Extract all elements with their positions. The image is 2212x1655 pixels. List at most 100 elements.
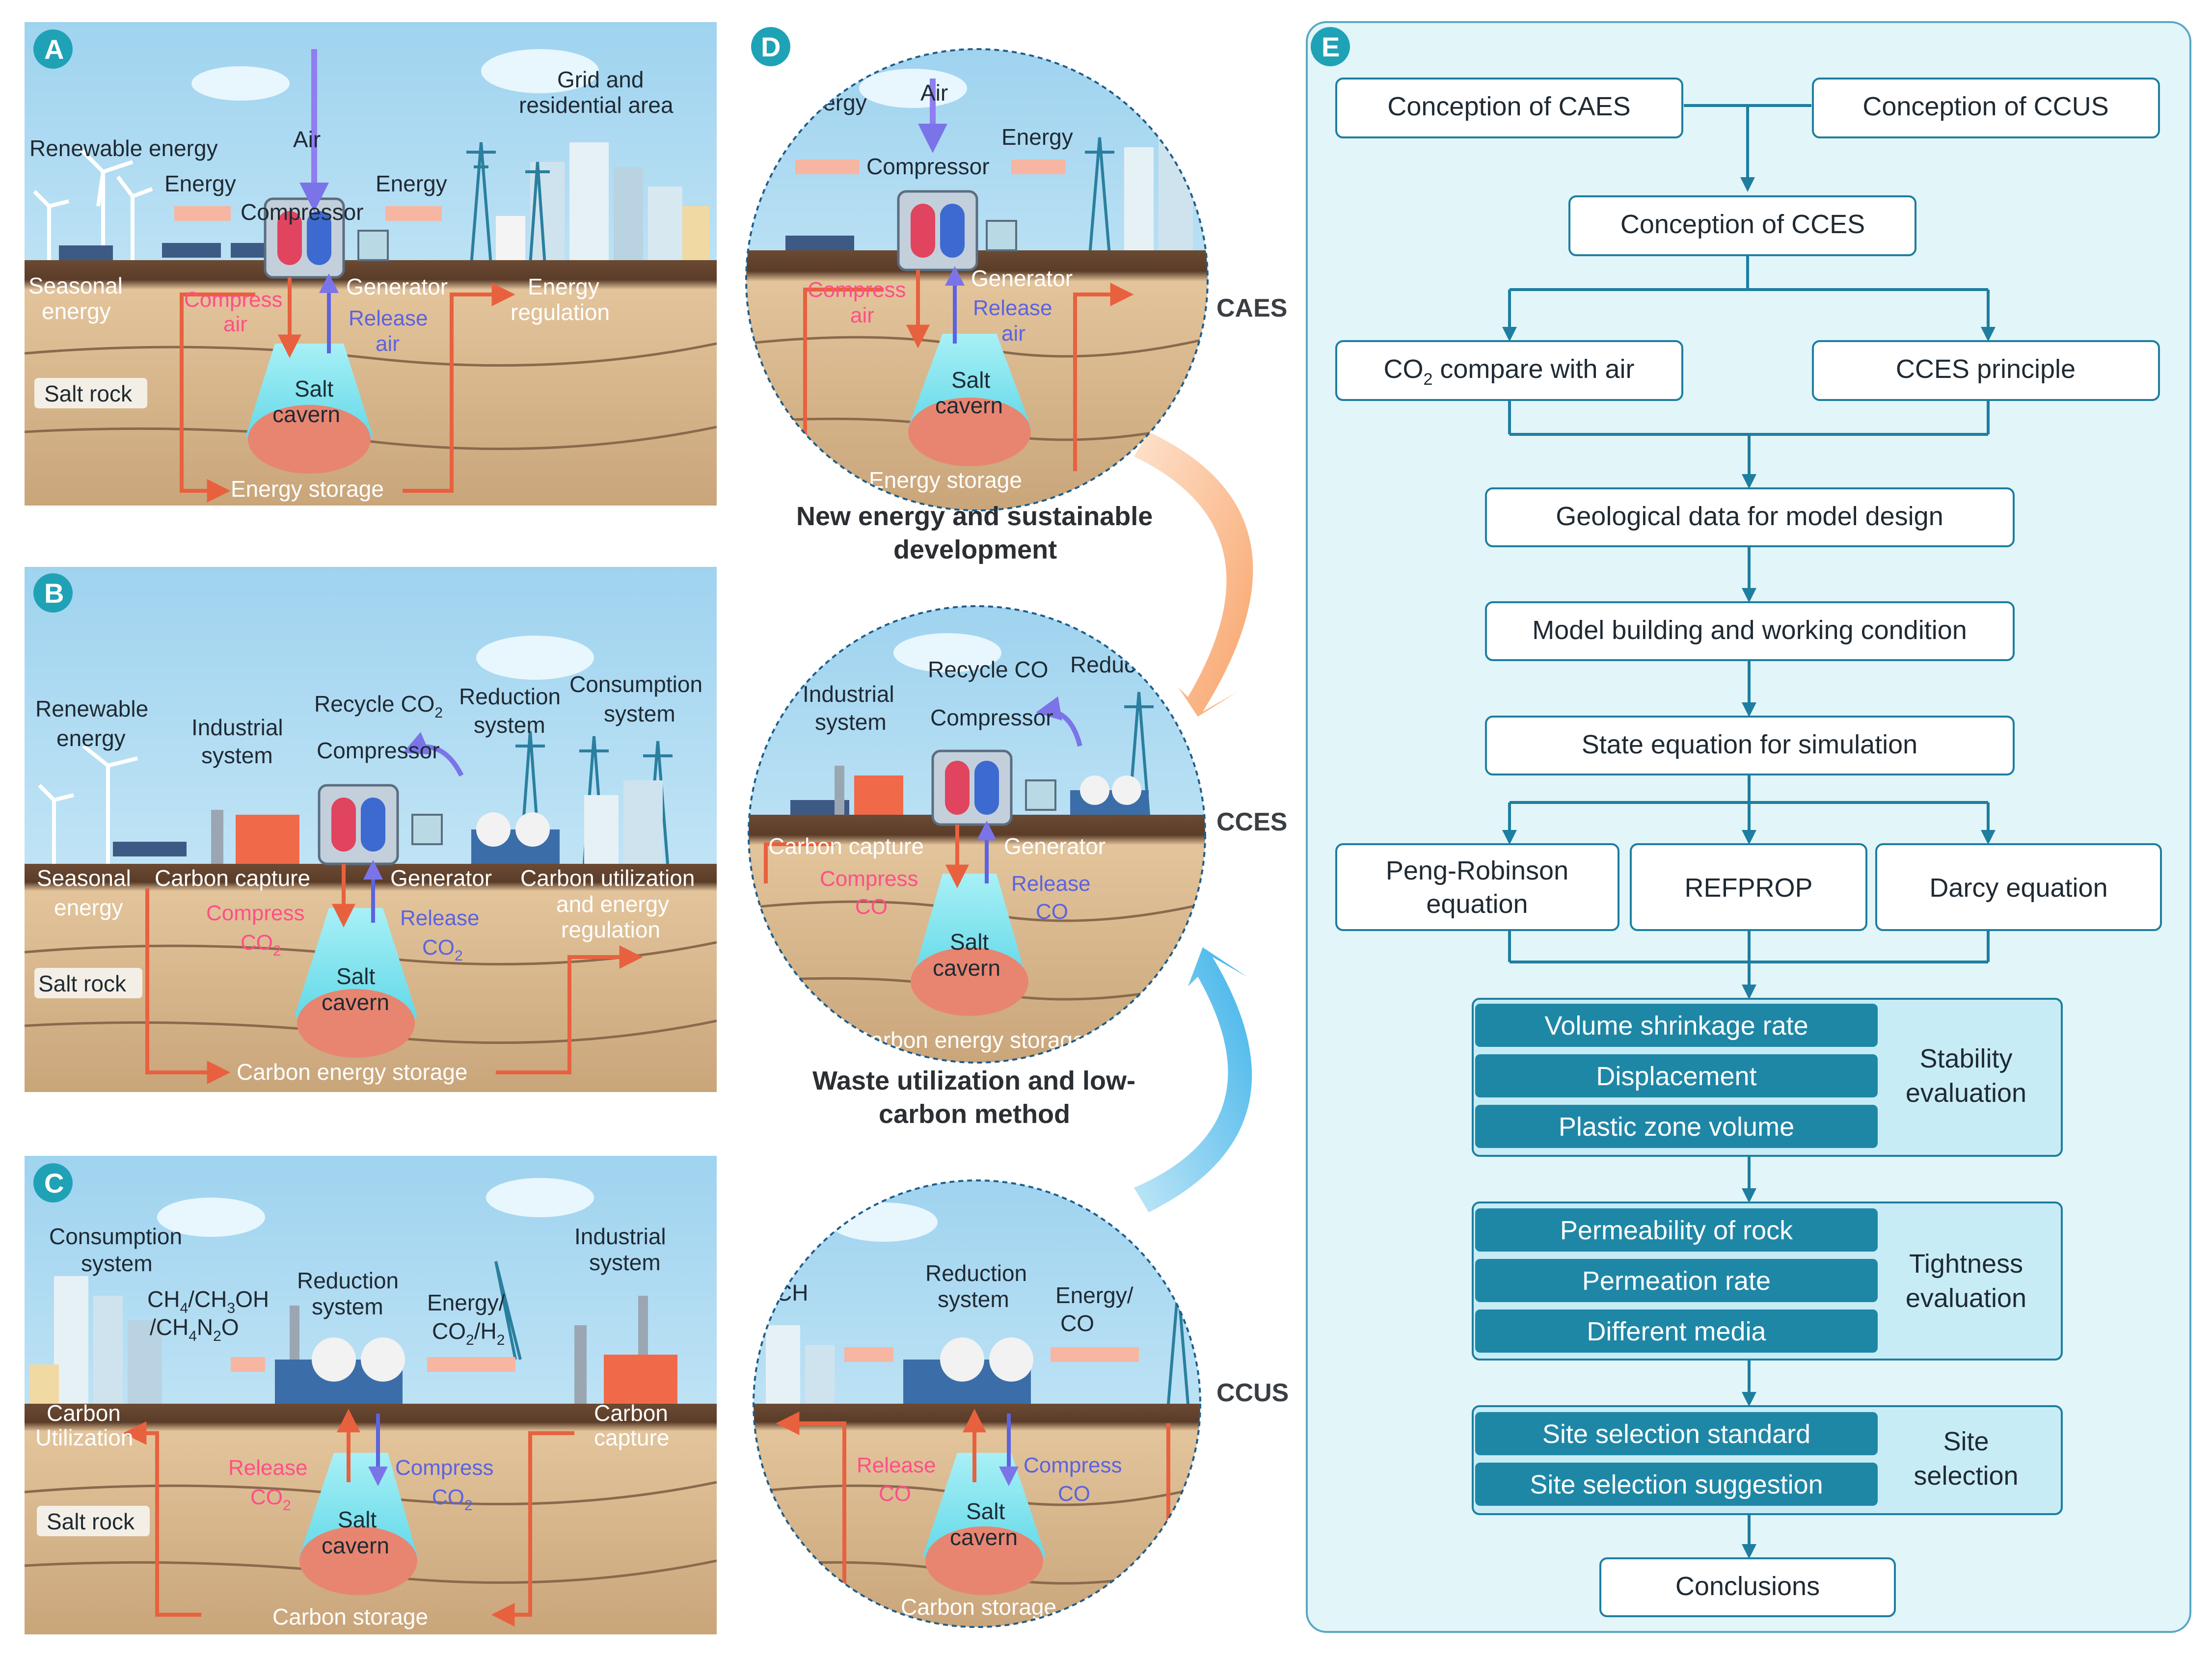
site-group-label: Site: [1943, 1427, 1989, 1456]
utilization-label: Utilization: [35, 1425, 133, 1450]
industrial-label: system: [201, 743, 273, 768]
energy-label: Energy/: [1055, 1282, 1133, 1308]
fuels-label: CH: [776, 1280, 808, 1306]
tightness-item: [1475, 1309, 1878, 1353]
consumption-label: system: [81, 1251, 153, 1276]
stability-item-label: Volume shrinkage rate: [1544, 1011, 1808, 1041]
capture-label: Carbon capture: [768, 833, 924, 859]
storage-label: Energy storage: [869, 467, 1022, 493]
consumption-label: system: [604, 701, 675, 726]
seasonal-label: Seasonal: [37, 865, 131, 891]
reduction-label: system: [474, 712, 545, 738]
seasonal-label: energy: [42, 298, 111, 324]
tightness-group-label: Tightness: [1909, 1249, 2023, 1279]
tightness-group-label: evaluation: [1906, 1283, 2026, 1313]
utilization-label: regulation: [561, 917, 660, 942]
compress-co2-label: CO: [855, 895, 888, 919]
release-air-label: Release: [973, 296, 1052, 320]
compress-co2-label: Compress: [820, 867, 918, 891]
badge-d: [751, 27, 790, 66]
stability-item: [1475, 1054, 1878, 1097]
utilization-label: Carbon: [47, 1400, 121, 1426]
cavern-label: Salt: [950, 929, 989, 955]
recycle-label: Recycle CO: [928, 657, 1048, 682]
salt-rock-tag: [37, 1506, 150, 1536]
cavern-label: cavern: [272, 401, 340, 427]
capture-label: capture: [594, 1425, 669, 1450]
salt-rock-label: Salt rock: [47, 1509, 135, 1534]
release-air-label: air: [1001, 321, 1025, 346]
wind-turbine-icon: [33, 146, 153, 265]
compress-air-label: Compress: [184, 288, 283, 312]
caption-waste-utilization: carbon method: [879, 1099, 1070, 1129]
industrial-label: system: [815, 709, 887, 735]
box-peng-robinson-label: equation: [1426, 889, 1528, 919]
factory-icon: [574, 1296, 677, 1404]
brine: [248, 405, 371, 474]
circle-ccus: Reduction system CH Energy/ CO Release C…: [754, 1180, 1200, 1627]
cavern-label: cavern: [935, 393, 1003, 418]
reduction-label: system: [938, 1286, 1009, 1312]
box-conception-caes-label: Conception of CAES: [1387, 92, 1630, 121]
air-label: Air: [293, 127, 321, 152]
compressor-icon: [318, 784, 399, 865]
box-conception-ccus: [1812, 78, 2160, 138]
stability-item-label: Displacement: [1596, 1062, 1756, 1091]
compressor-label: Compressor: [866, 154, 990, 179]
box-co2-compare-label: CO2 compare with air: [1383, 354, 1634, 389]
tightness-item-label: Permeability of rock: [1560, 1216, 1793, 1245]
compressor-icon: [931, 749, 1013, 826]
box-conception-ccus-label: Conception of CCUS: [1862, 92, 2108, 121]
energy-label: Energy: [795, 90, 867, 115]
salt-rock-tag: [34, 378, 147, 408]
cavern-label: cavern: [950, 1524, 1018, 1550]
badge-e: [1311, 27, 1350, 66]
generator-icon: [411, 814, 443, 845]
cloud: [481, 49, 599, 93]
storage-label: Energy storage: [231, 476, 384, 502]
renewable-energy-label: Renewable energy: [29, 135, 218, 161]
release-air-label: Release: [349, 306, 428, 330]
air-label: Air: [920, 80, 948, 106]
cavern-label: cavern: [933, 955, 1000, 981]
utilization-label: Carbon utilization: [520, 865, 695, 891]
compressor-label: Compressor: [241, 199, 364, 225]
renewable-label: Renewable: [35, 696, 148, 721]
cavern-label: Salt: [951, 367, 990, 393]
reduction-system-icon: [471, 812, 560, 864]
box-conception-caes: [1335, 78, 1683, 138]
flowchart-connectors: [1502, 104, 1996, 1559]
fuels-label: CH4/CH3OH: [147, 1286, 269, 1316]
generator-icon: [357, 230, 389, 261]
recycle-arrow: [403, 732, 464, 777]
generator-label: Generator: [346, 274, 448, 299]
seasonal-label: Seasonal: [28, 273, 123, 298]
compress-co2-label: CO2: [432, 1485, 473, 1514]
power-pylon-icon: [494, 1261, 522, 1360]
storage-label: Carbon storage: [272, 1604, 428, 1629]
energy-label: CO: [1060, 1310, 1094, 1336]
site-item: [1475, 1463, 1878, 1506]
transition-arrow-caes-cces: [1134, 432, 1253, 717]
box-darcy-label: Darcy equation: [1929, 873, 2107, 903]
compress-air-label: Compress: [808, 278, 906, 302]
badge-c-label: C: [44, 1168, 64, 1199]
stability-group-label: evaluation: [1906, 1078, 2026, 1108]
compress-co2-label: Compress: [395, 1456, 494, 1480]
release-co2-label: Release: [228, 1456, 307, 1480]
reduction-label: system: [312, 1294, 383, 1319]
release-co2-label: CO2: [250, 1485, 291, 1514]
badge-e-label: E: [1322, 31, 1340, 62]
compress-air-label: air: [223, 312, 247, 336]
energy-label: CO2/H2: [432, 1318, 505, 1348]
grid-label: residential area: [519, 92, 674, 118]
box-peng-robinson-label: Peng-Robinson: [1386, 856, 1568, 885]
power-pylon-icon: [466, 142, 550, 266]
recycle-label: Recycle CO2: [314, 691, 443, 721]
storage-label: Carbon energy storage: [854, 1027, 1085, 1053]
box-conception-cces: [1568, 195, 1916, 256]
energy-label: Energy: [1001, 124, 1073, 150]
compress-co2-label: CO: [1058, 1482, 1090, 1506]
box-conclusions-label: Conclusions: [1675, 1572, 1820, 1601]
